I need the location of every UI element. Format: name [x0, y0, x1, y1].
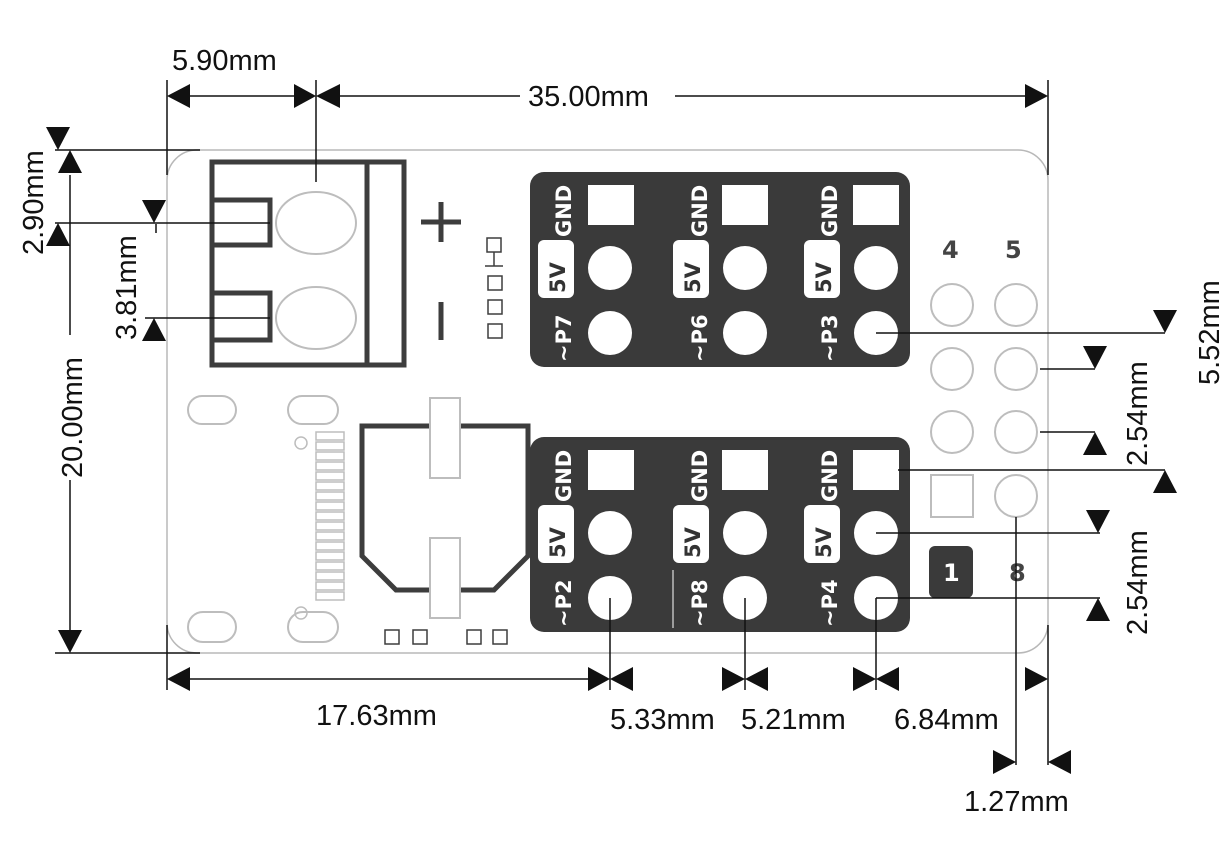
dim-bottom-pitch-1: 5.33mm: [610, 704, 715, 736]
pin-label-4: 4: [942, 236, 959, 264]
signal-pad: [588, 311, 632, 355]
5v-badge: [804, 505, 840, 563]
port-label: ~P6: [688, 314, 712, 362]
5v-label: 5V: [812, 526, 836, 558]
fpc-pin: [315, 521, 345, 531]
pin1-badge: [929, 546, 973, 598]
signal-pad: [723, 246, 767, 290]
gnd-label: GND: [818, 185, 842, 237]
header-column: GND 5V ~P8: [673, 450, 768, 627]
dim-left-height: 20.00mm: [57, 357, 89, 478]
5v-badge: [538, 240, 574, 298]
fpc-pin: [315, 531, 345, 541]
fpc-pin: [315, 441, 345, 451]
ground-pad: [722, 185, 768, 225]
port-label: ~P3: [818, 314, 842, 362]
fpc-pin: [315, 581, 345, 591]
port-label: ~P8: [688, 579, 712, 627]
5v-label: 5V: [546, 261, 570, 293]
signal-pad: [723, 311, 767, 355]
terminal-block: [209, 159, 407, 368]
gnd-label: GND: [688, 185, 712, 237]
pin-label-1: 1: [943, 559, 960, 587]
gnd-label: GND: [818, 450, 842, 502]
signal-pad: [723, 511, 767, 555]
mounting-slots: [187, 395, 339, 643]
5v-badge: [673, 505, 709, 563]
ground-pad: [588, 450, 634, 490]
smd-marks-bottom: [384, 629, 508, 645]
battery-holder: [359, 423, 531, 593]
battery-tab-top: [429, 397, 461, 479]
dim-left-top: 2.90mm: [18, 150, 50, 255]
ground-pad: [722, 450, 768, 490]
dimension-arrows: [46, 84, 1177, 774]
ground-pad: [853, 185, 899, 225]
header-column: GND 5V ~P4: [804, 450, 899, 627]
dim-right-pitch-lower: 2.54mm: [1122, 530, 1154, 635]
dim-right-pitch-upper: 2.54mm: [1122, 361, 1154, 466]
gnd-label: GND: [552, 450, 576, 502]
fpc-pin: [315, 431, 345, 441]
signal-pad: [854, 246, 898, 290]
fpc-pin: [315, 571, 345, 581]
5v-label: 5V: [546, 526, 570, 558]
fpc-pin: [315, 561, 345, 571]
fpc-pin-end-mark: [294, 606, 308, 620]
ground-pad: [853, 450, 899, 490]
dim-bottom-offset: 17.63mm: [316, 700, 437, 732]
fpc-pin: [315, 511, 345, 521]
dim-top-width: 35.00mm: [528, 81, 649, 113]
fpc-pin: [315, 451, 345, 461]
5v-badge: [673, 240, 709, 298]
ground-pad: [588, 185, 634, 225]
gnd-label: GND: [552, 185, 576, 237]
fpc-pin: [315, 481, 345, 491]
5v-badge: [538, 505, 574, 563]
header-column: GND 5V ~P2: [538, 450, 634, 627]
pin-label-5: 5: [1005, 236, 1022, 264]
dim-top-left: 5.90mm: [172, 45, 277, 77]
dim-bottom-right: 1.27mm: [964, 786, 1069, 818]
fpc-pin: [315, 501, 345, 511]
port-label: ~P4: [818, 579, 842, 627]
dimension-lines: [55, 80, 1165, 765]
fpc-pin: [315, 541, 345, 551]
port-label: ~P2: [552, 579, 576, 627]
5v-badge: [804, 240, 840, 298]
dim-left-terminal: 3.81mm: [111, 235, 143, 340]
plus-icon: [421, 202, 461, 242]
fpc-connector: [294, 431, 345, 620]
5v-label: 5V: [681, 526, 705, 558]
signal-pad: [588, 511, 632, 555]
port-label: ~P7: [552, 314, 576, 362]
fpc-pin: [315, 551, 345, 561]
battery-tab-bottom: [429, 537, 461, 619]
smd-marks-terminal: [485, 237, 503, 339]
signal-pad: [588, 246, 632, 290]
fpc-pin1-mark: [294, 436, 308, 450]
fpc-pin: [315, 471, 345, 481]
header-column: GND 5V ~P7: [538, 185, 634, 362]
pin-label-8: 8: [1009, 559, 1026, 587]
fpc-pin: [315, 491, 345, 501]
fpc-pin: [315, 591, 345, 601]
gnd-label: GND: [688, 450, 712, 502]
terminal-screw-top: [275, 191, 357, 255]
header-column: GND 5V ~P3: [804, 185, 899, 362]
terminal-screw-bottom: [275, 286, 357, 350]
header-column: GND 5V ~P6: [673, 185, 768, 362]
dim-right-total: 5.52mm: [1194, 280, 1224, 385]
fpc-pin: [315, 461, 345, 471]
dim-bottom-pitch-3: 6.84mm: [894, 704, 999, 736]
5v-label: 5V: [812, 261, 836, 293]
dim-bottom-pitch-2: 5.21mm: [741, 704, 846, 736]
5v-label: 5V: [681, 261, 705, 293]
